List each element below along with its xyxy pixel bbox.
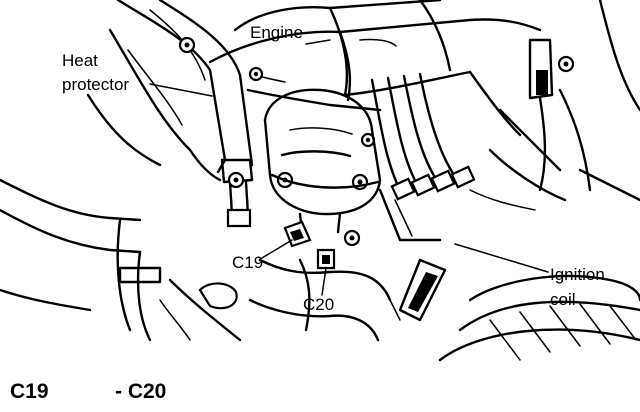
caption-connector-from: C19 — [10, 380, 49, 403]
bolt-top-middle — [248, 66, 264, 82]
bolt-top-right — [557, 55, 575, 73]
bolt-top-left — [178, 36, 196, 54]
bolt-lower-center — [343, 229, 361, 247]
lower-hoses — [0, 178, 242, 342]
heat-protector-leader — [149, 83, 213, 97]
heat-protector-label-line1: Heat — [62, 51, 98, 70]
c19-label: C19 — [232, 253, 263, 272]
engine-label: Engine — [250, 23, 303, 42]
ignition-coil-label-line2: coil — [550, 290, 576, 309]
ignition-leads — [370, 72, 476, 242]
heat-protector-shield — [86, 0, 254, 228]
c20-leader — [321, 267, 327, 296]
lower-center-pipes — [248, 258, 401, 342]
c20-connector — [316, 248, 336, 270]
engine-leader — [305, 39, 331, 45]
bolt-center-left — [227, 171, 245, 189]
ignition-coil-unit — [398, 258, 640, 362]
distributor-housing — [263, 88, 382, 234]
ignition-coil-leader — [454, 243, 549, 273]
ignition-coil-label-line1: Ignition — [550, 265, 605, 284]
right-connector — [469, 0, 640, 211]
c19-leader — [261, 239, 293, 259]
engine-valve-cover — [208, 0, 542, 137]
c20-label: C20 — [303, 295, 334, 314]
heat-protector-label-line2: protector — [62, 75, 129, 94]
caption-connector-to: - C20 — [115, 380, 166, 403]
